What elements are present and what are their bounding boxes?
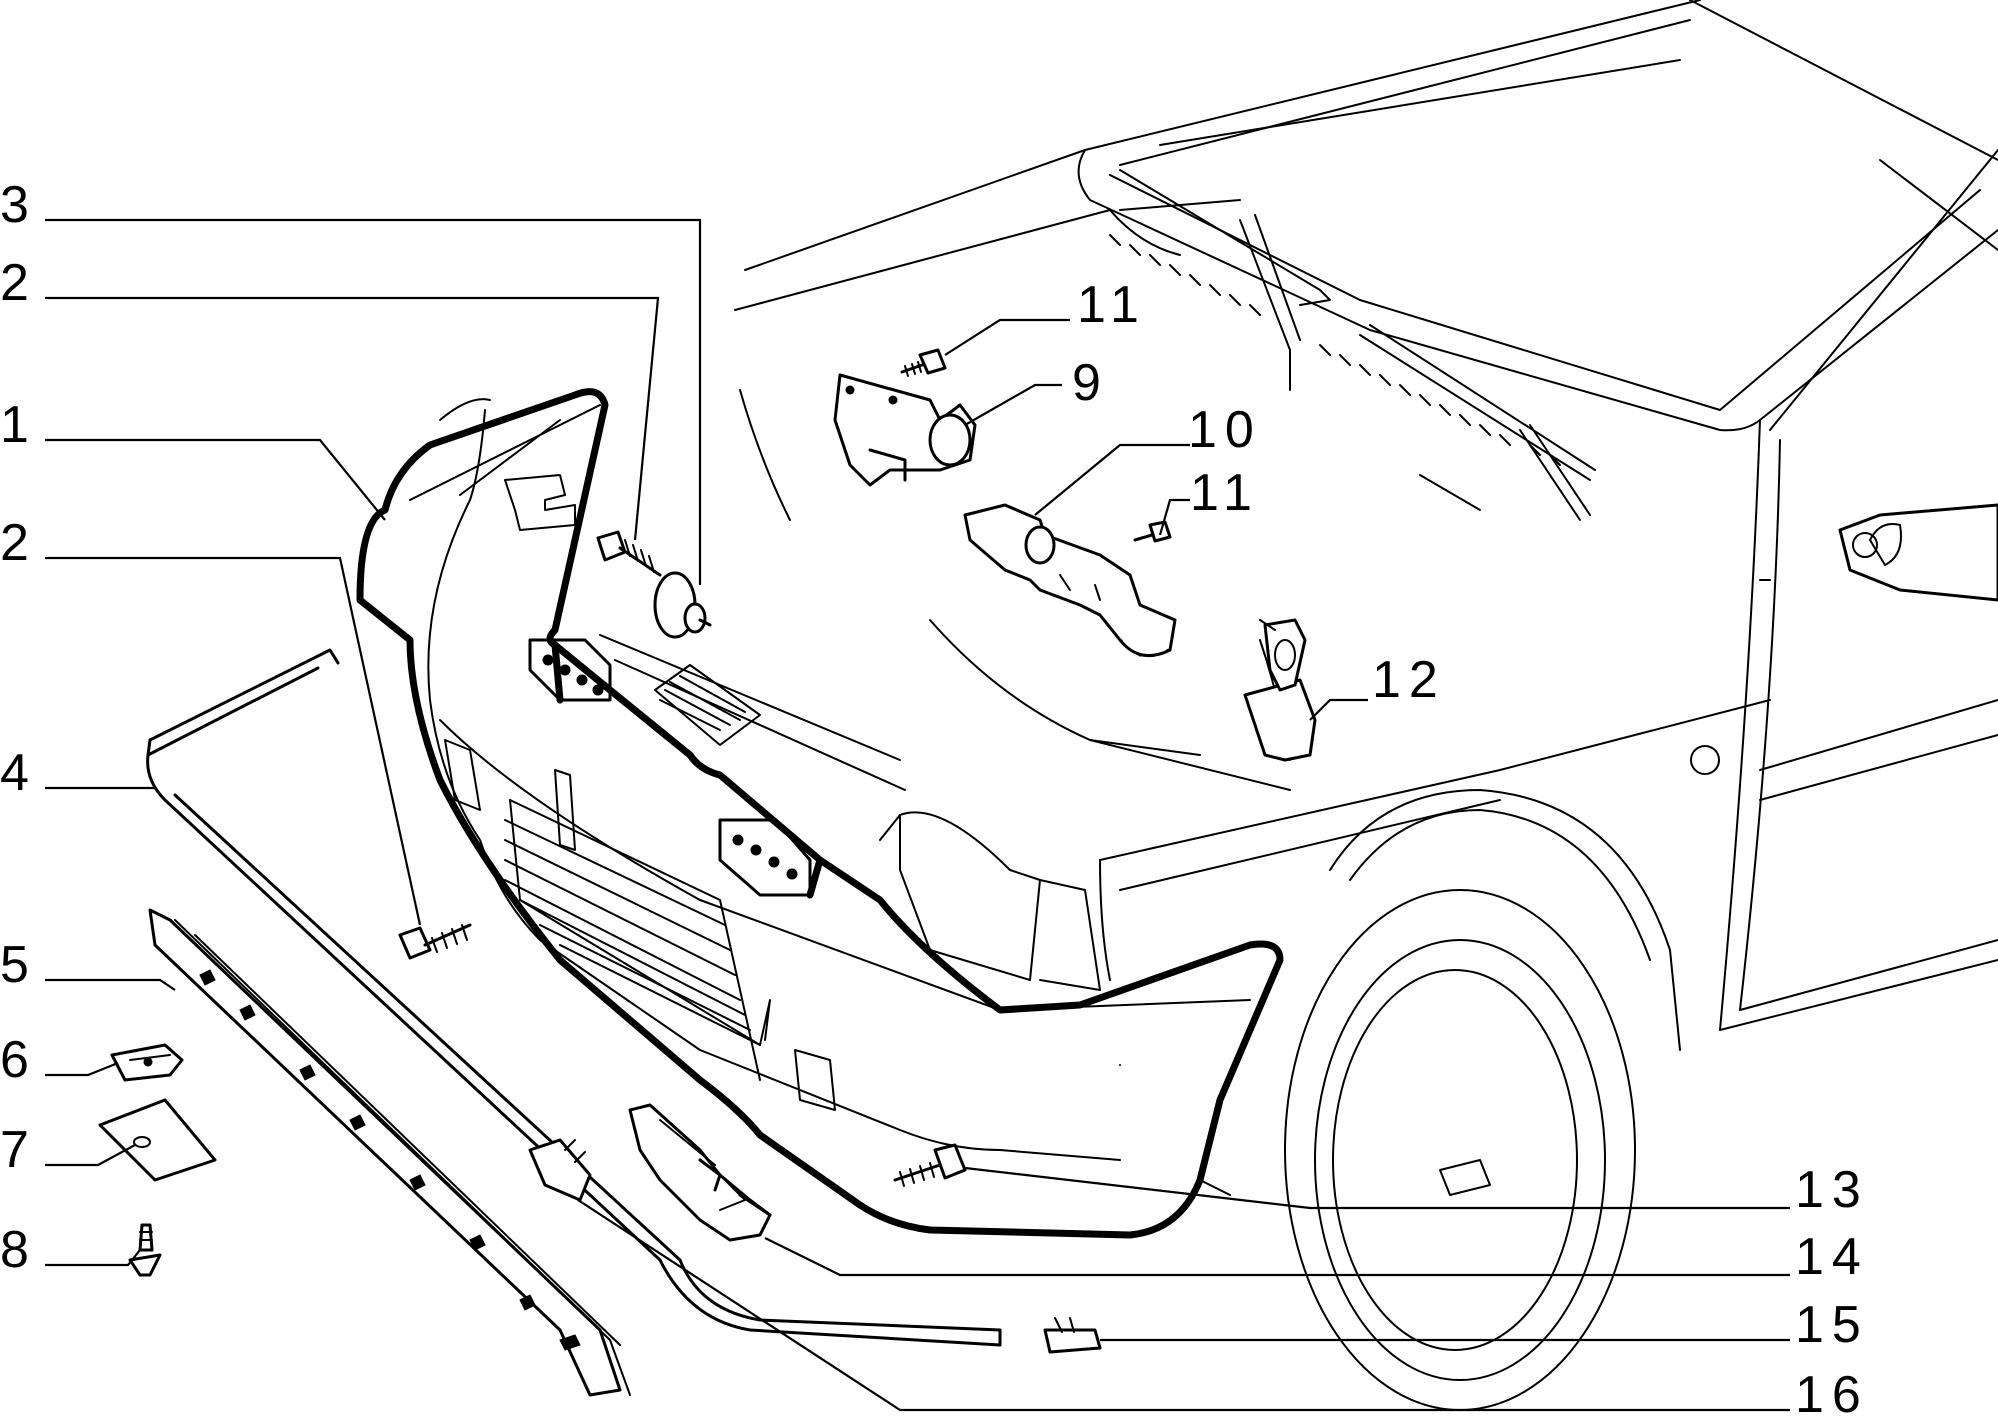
callout-2-lower: 2 (0, 514, 37, 572)
callout-12: 12 (1372, 651, 1446, 709)
part-11-screw-upper (900, 348, 947, 377)
callout-11-upper: 11 (1077, 276, 1147, 334)
callout-4: 4 (0, 744, 37, 802)
callout-3: 3 (0, 176, 37, 234)
callout-8: 8 (0, 1221, 37, 1279)
part-7-plate (98, 1098, 217, 1182)
callout-1: 1 (0, 396, 37, 454)
part-9-bracket (833, 373, 977, 487)
part-2-screw-lower (398, 923, 472, 960)
callout-14: 14 (1795, 1228, 1869, 1286)
callout-16: 16 (1795, 1366, 1869, 1419)
callout-10: 10 (1188, 401, 1262, 459)
callout-6: 6 (0, 1031, 37, 1089)
part-4-trim-strip (146, 648, 1002, 1347)
part-12-plate (1243, 618, 1317, 762)
callout-5: 5 (0, 936, 37, 994)
leader-lines (45, 218, 1790, 1412)
part-5-spoiler (148, 908, 631, 1397)
callout-2-upper: 2 (0, 254, 37, 312)
part-15-clip (1043, 1317, 1102, 1354)
part-6-speed-nut (110, 1043, 184, 1082)
callout-13: 13 (1795, 1161, 1869, 1219)
callout-7: 7 (0, 1121, 37, 1179)
part-16-clip (528, 1138, 592, 1202)
part-2-screw-upper (596, 530, 662, 577)
cowl-vent-hatching (1109, 234, 1561, 466)
callout-labels: 3 2 1 2 4 5 6 7 8 11 9 10 11 12 13 14 15… (0, 176, 1869, 1419)
callout-11-lower: 11 (1190, 464, 1260, 522)
part-8-bolt (128, 1223, 162, 1277)
part-1-bumper (356, 388, 1284, 1239)
part-13-bolt (893, 1143, 967, 1187)
part-11-screw-lower (1133, 520, 1172, 543)
callout-15: 15 (1795, 1296, 1869, 1354)
callout-9: 9 (1072, 354, 1109, 412)
part-3-grommet (653, 571, 712, 639)
part-14-cover (628, 1103, 772, 1242)
part-10-bracket (963, 503, 1177, 658)
car-body-outline (734, 0, 1998, 1411)
